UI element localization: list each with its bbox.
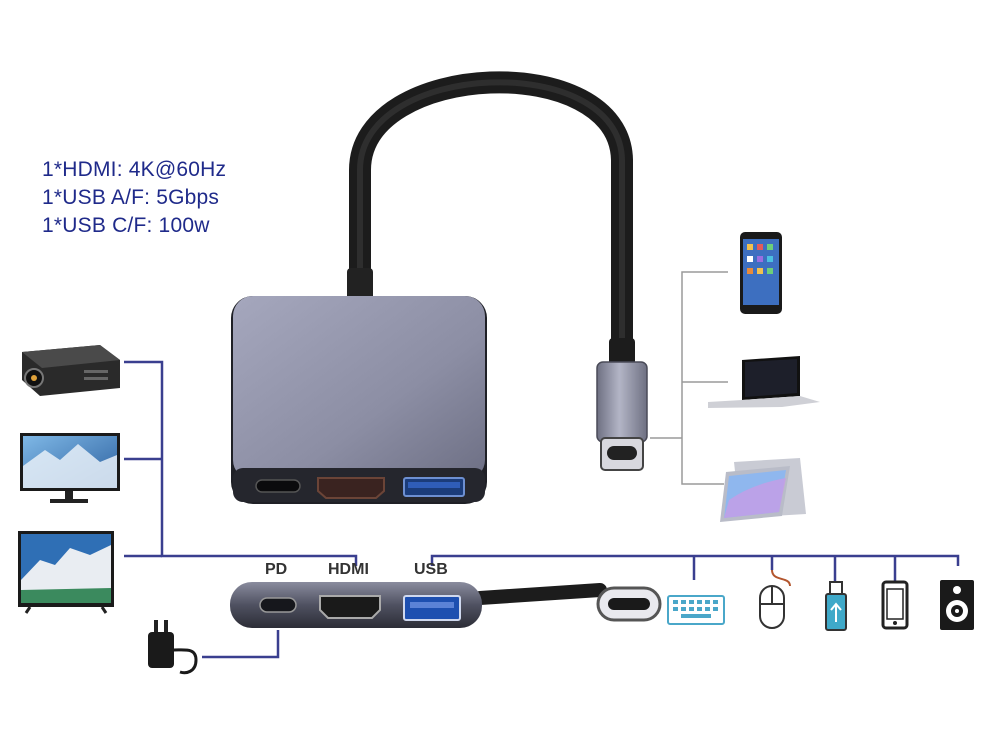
spec-usb-a: 1*USB A/F: 5Gbps: [42, 186, 220, 209]
spec-usb-c: 1*USB C/F: 100w: [42, 214, 210, 237]
side-hdmi-port: [319, 595, 381, 619]
monitor-icon: [20, 433, 120, 503]
spec-hdmi: 1*HDMI: 4K@60Hz: [42, 158, 227, 181]
phone-icon: [881, 580, 909, 630]
side-usb-a-port: [403, 595, 461, 621]
hub-usb-a-port: [403, 477, 465, 497]
power-adapter-icon: [148, 620, 198, 675]
side-usb-c-port: [259, 597, 297, 613]
hub-usb-c-port: [255, 479, 301, 493]
speaker-icon: [940, 580, 974, 630]
port-label-usb: USB: [414, 561, 448, 578]
usb-flash-drive-icon: [825, 581, 847, 631]
projector-icon: [22, 345, 120, 396]
television-icon: [18, 531, 114, 614]
smartphone-icon: [740, 232, 782, 314]
tablet-icon: [720, 458, 806, 522]
hdmi-connector-lines: [124, 360, 358, 566]
keyboard-icon: [667, 595, 725, 625]
power-lines: [202, 630, 280, 659]
laptop-icon: [708, 356, 820, 408]
hub-body: [231, 296, 487, 504]
hub-cable: [347, 71, 633, 366]
usb-connector-lines: [430, 554, 960, 582]
port-label-hdmi: HDMI: [328, 561, 369, 578]
hub-hdmi-port: [317, 477, 385, 499]
port-label-pd: PD: [265, 561, 288, 578]
mouse-icon: [759, 569, 791, 629]
source-lines: [650, 271, 728, 485]
usb-c-plug: [596, 338, 648, 471]
